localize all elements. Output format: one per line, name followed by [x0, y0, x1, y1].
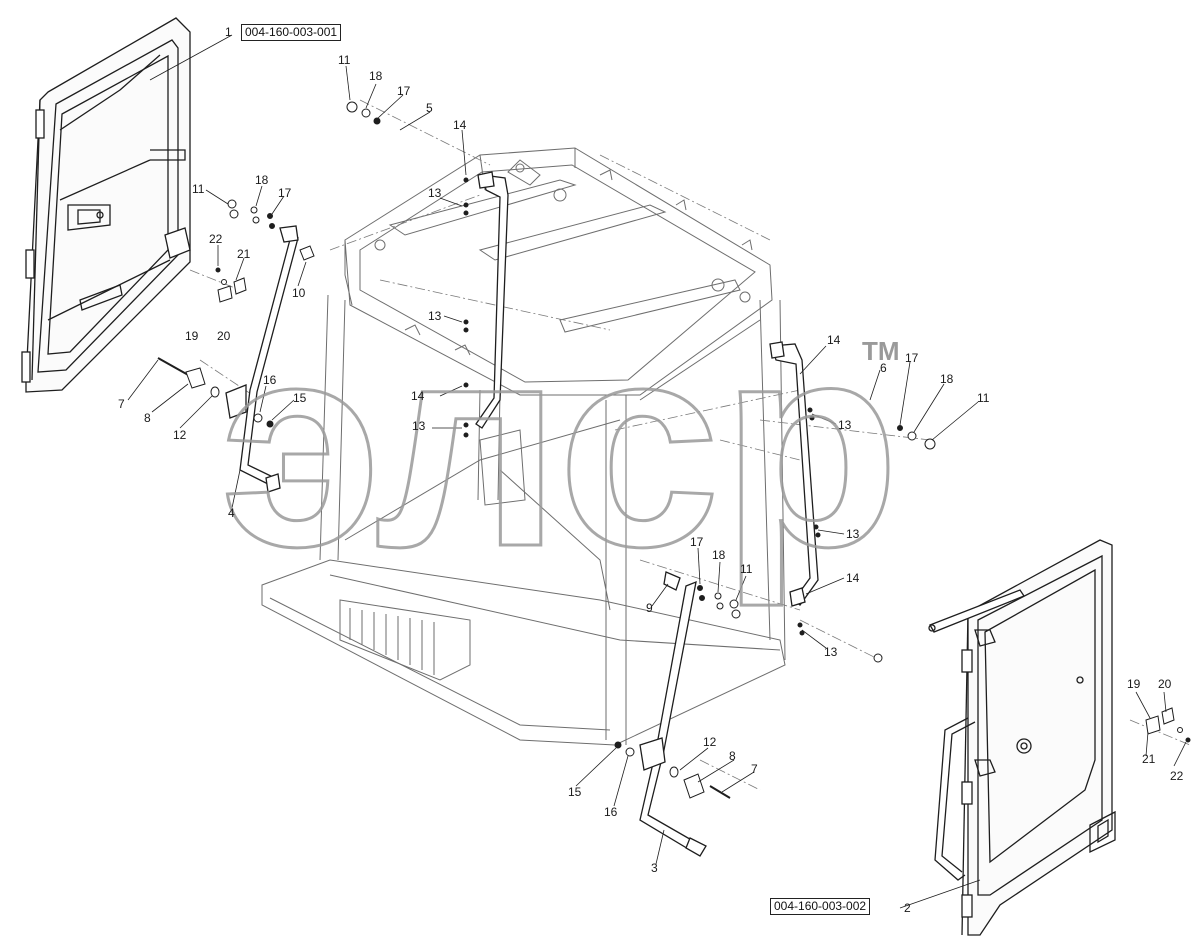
callout-4: 4	[228, 506, 235, 520]
callout-17: 17	[905, 351, 919, 365]
callout-17: 17	[690, 535, 704, 549]
callout-8: 8	[729, 749, 736, 763]
callout-15: 15	[293, 391, 307, 405]
callout-11: 11	[192, 182, 205, 196]
callout-13: 13	[838, 418, 852, 432]
callout-13: 13	[428, 309, 442, 323]
left-door	[21, 17, 191, 393]
callout-3: 3	[651, 861, 658, 875]
handrail-3	[639, 571, 707, 857]
callout-15: 15	[568, 785, 582, 799]
watermark-text: элср	[220, 283, 900, 608]
callout-14: 14	[827, 333, 841, 347]
reference-left-door: 004-160-003-001	[241, 24, 342, 42]
callout-13: 13	[428, 186, 442, 200]
callout-19: 19	[185, 329, 199, 343]
callout-9: 9	[646, 601, 653, 615]
callout-20: 20	[217, 329, 231, 343]
callout-14: 14	[453, 118, 467, 132]
callout-18: 18	[712, 548, 726, 562]
callout-20: 20	[1158, 677, 1172, 691]
callout-21: 21	[237, 247, 251, 261]
callout-18: 18	[369, 69, 383, 83]
callout-1: 1	[225, 25, 232, 39]
callout-19: 19	[1127, 677, 1141, 691]
callout-16: 16	[263, 373, 277, 387]
handrail-6	[769, 341, 819, 607]
callout-22: 22	[1170, 769, 1184, 783]
callout-11: 11	[740, 562, 753, 576]
callout-6: 6	[880, 361, 887, 375]
handrail-4	[225, 225, 299, 493]
callout-13: 13	[846, 527, 860, 541]
callout-2: 2	[904, 901, 911, 915]
callout-14: 14	[411, 389, 425, 403]
callout-18: 18	[940, 372, 954, 386]
callout-17: 17	[397, 84, 411, 98]
callout-7: 7	[118, 397, 125, 411]
callout-12: 12	[703, 735, 717, 749]
callout-10: 10	[292, 286, 306, 300]
callout-5: 5	[426, 101, 433, 115]
callout-18: 18	[255, 173, 269, 187]
callout-16: 16	[604, 805, 618, 819]
callout-7: 7	[751, 762, 758, 776]
callout-13: 13	[824, 645, 838, 659]
callout-11: 11	[977, 391, 990, 405]
callout-8: 8	[144, 411, 151, 425]
callout-13: 13	[412, 419, 426, 433]
handrail-5	[475, 171, 509, 429]
reference-right-door: 004-160-003-002	[770, 898, 871, 916]
callout-12: 12	[173, 428, 187, 442]
callout-14: 14	[846, 571, 860, 585]
callout-17: 17	[278, 186, 292, 200]
callout-21: 21	[1142, 752, 1156, 766]
callout-22: 22	[209, 232, 223, 246]
callout-11: 11	[338, 53, 351, 67]
fasteners	[157, 101, 1191, 799]
trademark-symbol: TM	[862, 336, 900, 366]
leader-lines	[127, 34, 1187, 909]
right-door	[928, 539, 1116, 936]
center-lines	[189, 99, 1191, 791]
